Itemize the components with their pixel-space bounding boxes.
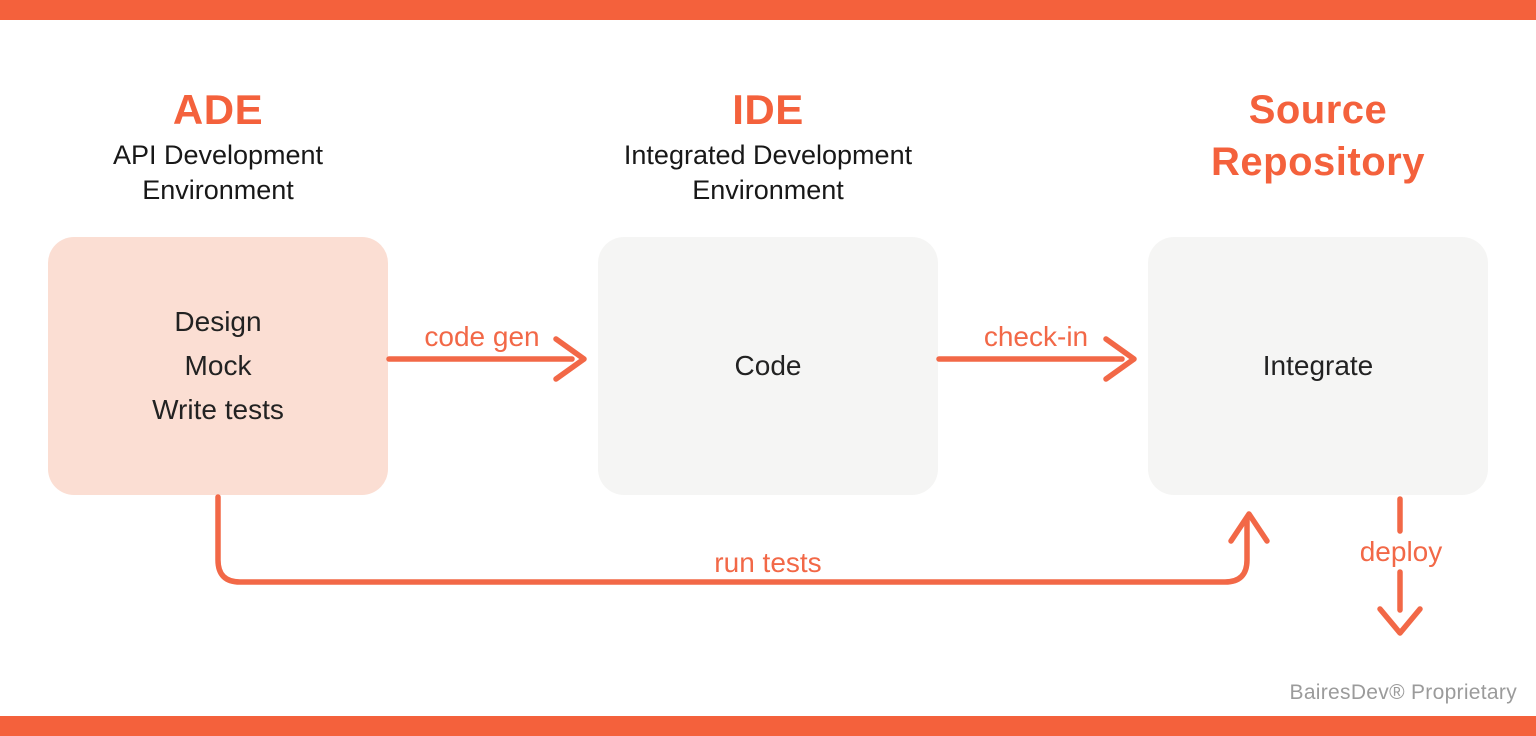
proprietary-note: BairesDev® Proprietary [1289,681,1517,704]
ide-box-line-code: Code [734,350,802,381]
ide-subtitle: Integrated Development Environment [623,140,913,205]
ade-box-line-design: Design [174,306,262,337]
ade-heading: ADE API Development Environment [48,84,388,208]
run-tests-label: run tests [714,547,822,578]
deploy-label: deploy [1359,536,1443,567]
ade-subtitle: API Development Environment [112,140,324,205]
source-repository-box: Integrate [1148,237,1488,495]
ade-box-line-mock: Mock [184,350,252,381]
ide-heading: IDE Integrated Development Environment [598,84,938,208]
ade-box: Design Mock Write tests [48,237,388,495]
check-in-label: check-in [983,321,1089,352]
source-box-line-integrate: Integrate [1262,350,1374,381]
bottom-accent-bar [0,716,1536,736]
code-gen-label: code gen [424,321,540,352]
source-repository-heading: Source Repository [1148,84,1488,188]
ide-box: Code [598,237,938,495]
top-accent-bar [0,0,1536,20]
ide-title: IDE [732,86,804,133]
source-repository-title: Source Repository [1211,88,1425,184]
ade-box-line-write-tests: Write tests [152,394,284,425]
ade-title: ADE [172,86,264,133]
